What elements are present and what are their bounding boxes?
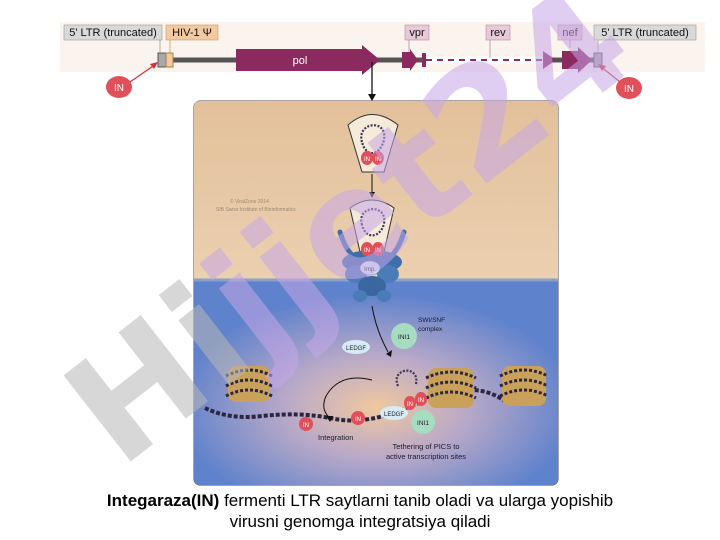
ltr-left-block	[157, 52, 167, 68]
integration-arrow	[323, 377, 373, 419]
in-mid-a-label: IN	[364, 248, 370, 254]
ledgf-left-label: LEDGF	[346, 346, 366, 352]
institute-text: SIB Swiss Institute of Bioinformatics	[216, 207, 296, 213]
ledgf-bottom-label: LEDGF	[384, 412, 404, 418]
in-left-label: IN	[114, 83, 124, 94]
caption: Integaraza(IN) fermenti LTR saytlarni ta…	[60, 490, 660, 532]
ltr-right-label: 5' LTR (truncated)	[601, 27, 688, 39]
viral-rna-pic	[395, 369, 418, 387]
importin-label: Imp.	[364, 267, 376, 273]
in-right-badge	[616, 77, 642, 99]
complex-label: complex	[418, 326, 443, 333]
swisnf-label: SWI/SNF	[418, 317, 445, 324]
genome-map: pol 5' LTR (truncated) HIV-1 Ψ vpr rev n…	[60, 22, 705, 101]
caption-line2: virusni genomga integratsiya qiladi	[229, 512, 491, 531]
ltr-right-label-box	[593, 24, 697, 41]
vpr-label-box	[404, 24, 430, 41]
in-pics-b	[415, 392, 427, 406]
in-mid-b	[372, 242, 384, 256]
ledgf-left-protein	[342, 340, 370, 354]
vpr-label: vpr	[409, 27, 425, 39]
nucleosome-right	[499, 366, 549, 406]
pore-to-chromatin-arrow	[371, 305, 389, 353]
in-top-a	[361, 151, 373, 165]
integration-panel: © ViralZone 2014 SIB Swiss Institute of …	[193, 100, 559, 486]
ini1-top-protein	[391, 323, 417, 349]
pol-label: pol	[293, 55, 308, 67]
rev-label: rev	[490, 27, 506, 39]
in-top-b-label: IN	[375, 157, 381, 163]
ini1-bottom-label: INI1	[417, 420, 429, 427]
ini1-top-label: INI1	[398, 334, 410, 341]
ini1-bottom-protein	[411, 410, 435, 434]
psi-block	[165, 52, 174, 68]
in-pics-b-label: IN	[418, 398, 424, 404]
in-pics-a	[404, 396, 416, 410]
ledgf-bottom-protein	[380, 406, 408, 420]
psi-label: HIV-1 Ψ	[172, 27, 212, 39]
vpr-gene-arrow	[402, 49, 418, 71]
in-left-pointer	[129, 63, 157, 83]
nucleosome-left	[225, 366, 273, 402]
nef-gene-arrow	[562, 47, 592, 73]
in-top-a-label: IN	[364, 157, 370, 163]
in-pics-a-label: IN	[407, 402, 413, 408]
nucleosome-center	[425, 368, 477, 408]
integration-label: Integration	[318, 433, 353, 442]
caption-bold: Integaraza(IN)	[106, 491, 220, 510]
in-mid-a	[361, 242, 373, 256]
rev-exon1	[422, 53, 426, 67]
in-chromatin-b	[351, 411, 365, 425]
copyright-text: © ViralZone 2014	[230, 198, 269, 205]
in-top-b	[372, 151, 384, 165]
in-left-badge	[106, 76, 132, 98]
psi-label-box	[165, 24, 219, 41]
rev-exon2-arrow	[543, 51, 556, 69]
in-chromatin-a-label: IN	[303, 423, 309, 429]
cytoplasm-region	[194, 101, 558, 280]
in-mid-b-label: IN	[375, 248, 381, 254]
in-right-label: IN	[624, 84, 634, 95]
tethering-line1: Tethering of PICS to	[392, 442, 459, 451]
caption-rest: fermenti LTR saytlarni tanib oladi va ul…	[219, 491, 614, 510]
nucleus-region	[194, 280, 558, 485]
rev-label-box	[485, 24, 511, 41]
in-chromatin-b-label: IN	[355, 417, 361, 423]
nef-label: nef	[562, 27, 578, 39]
pol-gene-arrow	[236, 45, 380, 75]
nuclear-pore-complex	[337, 229, 407, 302]
capsid-top	[347, 114, 399, 173]
tethering-line2: active transcription sites	[386, 452, 466, 461]
ltr-left-label-box	[63, 24, 163, 41]
importin-blob	[359, 260, 381, 276]
in-chromatin-a	[299, 417, 313, 431]
ltr-left-label: 5' LTR (truncated)	[69, 27, 156, 39]
